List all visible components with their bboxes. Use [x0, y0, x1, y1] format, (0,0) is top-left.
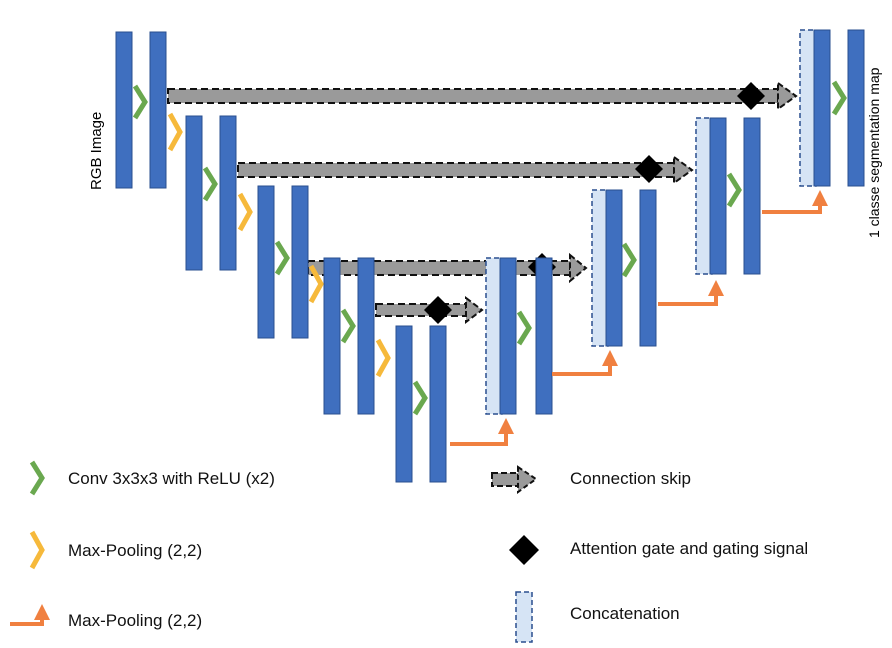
encoder-blocks — [115, 31, 447, 483]
conv-arrow — [132, 84, 148, 120]
conv-arrows — [132, 80, 847, 416]
conv-arrow — [340, 308, 356, 344]
legend-attention-label: Attention gate and gating signal — [570, 539, 809, 558]
up-arrows — [450, 190, 828, 446]
encoder-block — [149, 31, 167, 189]
encoder-block — [185, 115, 203, 271]
legend-attention-icon — [509, 535, 539, 565]
conv-arrow — [516, 310, 532, 346]
attention-gate-level1 — [737, 82, 765, 110]
conv-arrow — [202, 166, 218, 202]
encoder-block — [257, 185, 275, 339]
skip-connection-level1 — [167, 81, 798, 111]
legend-conv-icon — [29, 460, 45, 496]
bottleneck-block — [395, 325, 413, 483]
up-arrow — [658, 280, 724, 306]
skip-connection-level2 — [237, 155, 694, 185]
encoder-block — [323, 257, 341, 415]
up-arrow — [552, 350, 618, 376]
decoder-block — [743, 117, 761, 275]
decoder-block — [709, 117, 727, 275]
decoder-block — [605, 189, 623, 347]
encoder-block — [115, 31, 133, 189]
pool-arrow — [167, 112, 183, 152]
up-arrow — [762, 190, 828, 214]
legend-concat-icon — [515, 591, 533, 643]
encoder-block — [357, 257, 375, 415]
pool-arrow — [237, 192, 253, 232]
attention-gate-level4 — [424, 296, 452, 324]
decoder-block — [535, 257, 553, 415]
legend-up-icon — [10, 604, 50, 626]
legend-symbols — [10, 460, 539, 643]
decoder-block — [639, 189, 657, 347]
pool-arrow — [375, 338, 391, 378]
conv-arrow — [274, 240, 290, 276]
output-label: 1 classe segmentation map — [866, 67, 882, 238]
concat-block — [799, 29, 817, 187]
encoder-block — [219, 115, 237, 271]
decoder-block — [813, 29, 831, 187]
legend-pool-icon — [29, 530, 45, 570]
output-block — [847, 29, 865, 187]
pool-arrow — [308, 264, 324, 304]
legend-concat-label: Concatenation — [570, 604, 680, 623]
legend-pool-label: Max-Pooling (2,2) — [68, 541, 203, 560]
bottleneck-block — [429, 325, 447, 483]
decoder-blocks — [485, 29, 865, 415]
concat-block — [485, 257, 503, 415]
legend-skip-label: Connection skip — [570, 469, 691, 488]
pool-arrows — [167, 112, 391, 378]
legend-skip-arrowhead — [517, 465, 538, 494]
conv-arrow — [831, 80, 847, 116]
concat-block — [591, 189, 609, 347]
decoder-block — [499, 257, 517, 415]
conv-arrow — [412, 380, 428, 416]
conv-arrow — [621, 242, 637, 278]
conv-arrow — [726, 172, 742, 208]
input-label: RGB Image — [88, 111, 105, 190]
attention-gate-level2 — [635, 155, 663, 183]
legend-skip-icon — [491, 472, 519, 487]
concat-block — [695, 117, 713, 275]
legend-up-label: Max-Pooling (2,2) — [68, 611, 203, 630]
up-arrow — [450, 418, 514, 446]
legend-conv-label: Conv 3x3x3 with ReLU (x2) — [68, 469, 275, 488]
encoder-block — [291, 185, 309, 339]
